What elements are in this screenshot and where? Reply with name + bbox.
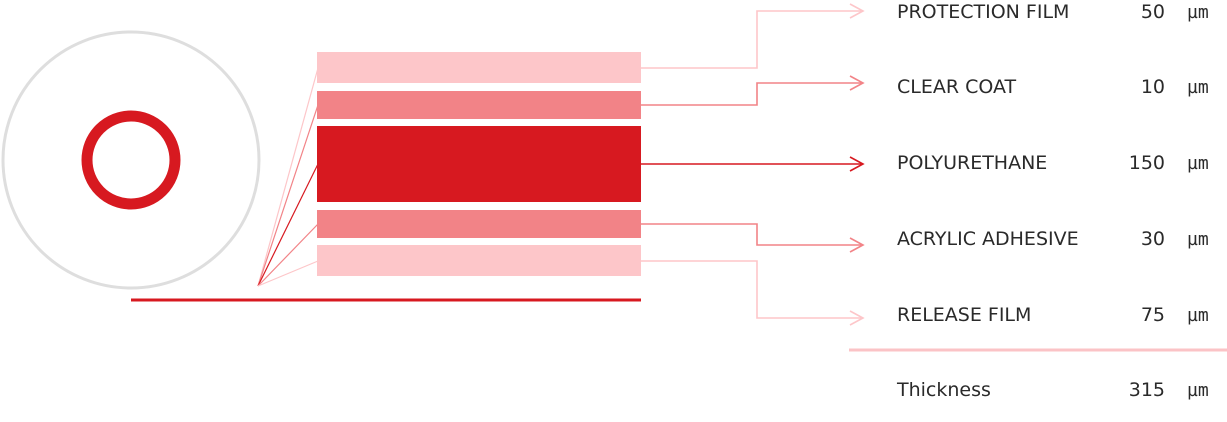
- layer-name-protection-film: PROTECTION FILM: [897, 1, 1070, 23]
- fan-line-polyurethane: [257, 163, 319, 287]
- layer-unit-protection-film: µm: [1187, 2, 1209, 23]
- arrow-head-release-film: [849, 310, 865, 326]
- layer-bar-clear-coat: [317, 91, 641, 119]
- layer-name-acrylic-adhesive: ACRYLIC ADHESIVE: [897, 228, 1079, 250]
- fan-line-acrylic-adhesive: [257, 223, 319, 287]
- layer-bar-acrylic-adhesive: [317, 210, 641, 238]
- connector-release-film: [641, 260, 862, 319]
- layer-value-protection-film: 50: [1140, 1, 1165, 23]
- layer-name-polyurethane: POLYURETHANE: [897, 152, 1048, 174]
- arrow-head-protection-film: [849, 3, 865, 19]
- layer-value-polyurethane: 150: [1128, 152, 1165, 174]
- arrow-head-polyurethane: [849, 156, 865, 172]
- arrow-head-clear-coat: [849, 75, 865, 91]
- layer-value-acrylic-adhesive: 30: [1140, 228, 1165, 250]
- layer-name-clear-coat: CLEAR COAT: [897, 76, 1017, 98]
- arrow-head-acrylic-adhesive: [849, 237, 865, 253]
- layer-unit-acrylic-adhesive: µm: [1187, 229, 1209, 250]
- layer-unit-polyurethane: µm: [1187, 153, 1209, 174]
- roll-core: [81, 110, 181, 210]
- layer-bar-polyurethane: [317, 126, 641, 202]
- connector-acrylic-adhesive: [641, 223, 862, 246]
- connector-clear-coat: [641, 82, 862, 106]
- total-value: 315: [1128, 379, 1165, 401]
- roll-outline: [1, 30, 261, 290]
- layer-bar-release-film: [317, 245, 641, 276]
- fan-line-release-film: [257, 260, 319, 287]
- layer-name-release-film: RELEASE FILM: [897, 304, 1032, 326]
- layer-unit-release-film: µm: [1187, 305, 1209, 326]
- total-label: Thickness: [897, 379, 991, 401]
- fan-line-clear-coat: [257, 104, 319, 287]
- layer-bar-protection-film: [317, 52, 641, 83]
- connector-protection-film: [641, 10, 862, 69]
- layer-unit-clear-coat: µm: [1187, 77, 1209, 98]
- layer-value-release-film: 75: [1140, 304, 1165, 326]
- fan-line-protection-film: [257, 67, 319, 287]
- layer-value-clear-coat: 10: [1140, 76, 1165, 98]
- total-unit: µm: [1187, 380, 1209, 401]
